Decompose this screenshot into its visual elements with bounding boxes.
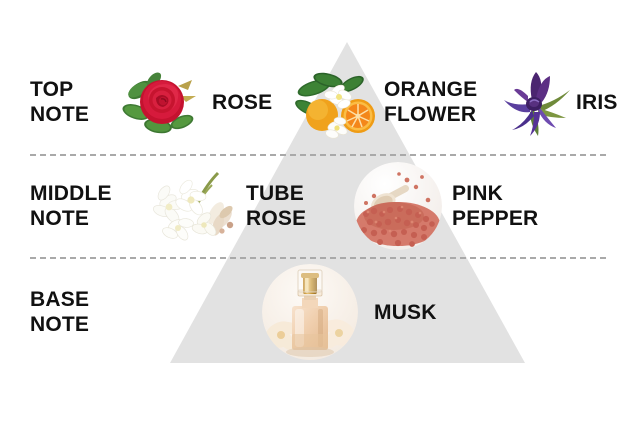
iris-flower-image — [494, 66, 574, 138]
ingredient-label-musk: MUSK — [374, 300, 437, 324]
ingredient-label-pink-pepper: PINK PEPPER — [452, 182, 539, 230]
ingredient-label-orange-flower: ORANGE FLOWER — [384, 78, 478, 126]
divider-middle-base — [30, 257, 606, 259]
ingredient-label-iris: IRIS — [576, 90, 618, 114]
ingredient-label-tuberose: TUBE ROSE — [246, 182, 307, 230]
row-top-note: TOP NOTE — [0, 52, 640, 152]
orange-flower-image — [294, 64, 378, 140]
note-label-base: BASE NOTE — [30, 288, 90, 336]
tuberose-flower-image — [146, 167, 242, 245]
pink-peppercorn-image — [354, 162, 442, 250]
row-middle-note: MIDDLE NOTE — [0, 158, 640, 254]
note-label-top: TOP NOTE — [30, 78, 90, 126]
divider-top-middle — [30, 154, 606, 156]
perfume-bottle-image — [262, 264, 358, 360]
ingredient-label-rose: ROSE — [212, 90, 273, 114]
rose-flower-image — [118, 66, 202, 138]
row-base-note: BASE NOTE — [0, 262, 640, 362]
note-label-middle: MIDDLE NOTE — [30, 182, 112, 230]
